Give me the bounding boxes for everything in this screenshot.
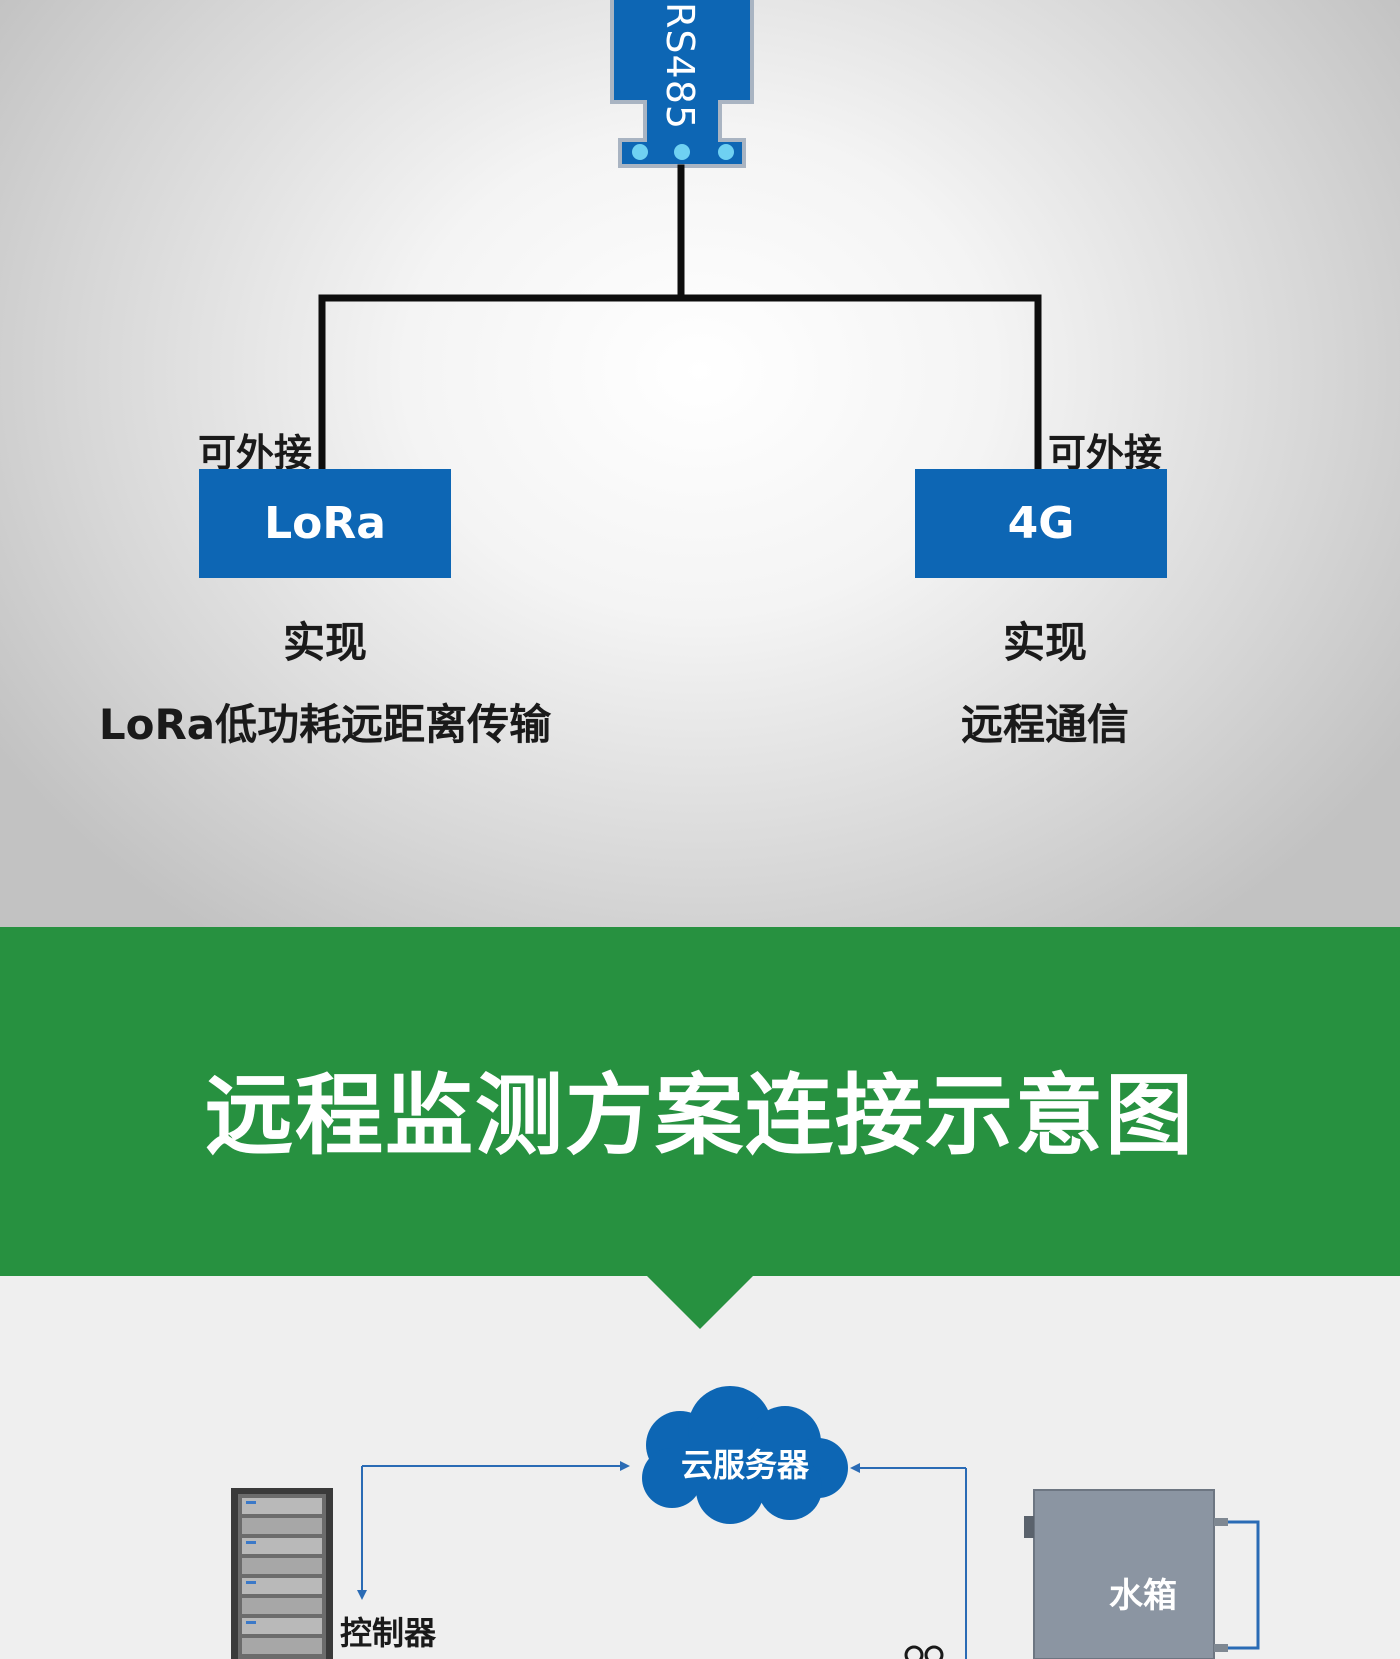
controller-label: 控制器 (340, 1614, 437, 1652)
left-description: 实现 LoRa低功耗远距离传输 (60, 602, 590, 766)
data-flow-arrows (357, 1461, 967, 1659)
left-description-line2: LoRa低功耗远距离传输 (98, 700, 552, 749)
banner-title: 远程监测方案连接示意图 (204, 1064, 1195, 1167)
connection-tree (318, 0, 1042, 472)
right-description-line1: 实现 (1002, 618, 1087, 667)
left-external-label: 可外接 (198, 431, 313, 475)
title-banner (0, 927, 1400, 1276)
water-tank-label: 水箱 (1109, 1576, 1177, 1616)
cloud-server-label: 云服务器 (680, 1446, 809, 1484)
left-description-line1: 实现 (282, 618, 367, 667)
right-description-line2: 远程通信 (960, 700, 1129, 749)
connection-lines (318, 164, 1042, 472)
water-tank-icon (1024, 1489, 1260, 1659)
4g-box: 4G (915, 469, 1167, 578)
monitoring-diagram (231, 1276, 1260, 1659)
rs485-module-icon (610, 0, 754, 168)
cloud-icon (642, 1386, 848, 1524)
server-rack-icon (231, 1488, 333, 1659)
lora-box: LoRa (199, 469, 451, 578)
sensor-icon (904, 1645, 944, 1659)
banner-pointer-icon (647, 1276, 753, 1329)
right-description: 实现 远程通信 (880, 602, 1210, 766)
right-external-label: 可外接 (1048, 431, 1163, 475)
